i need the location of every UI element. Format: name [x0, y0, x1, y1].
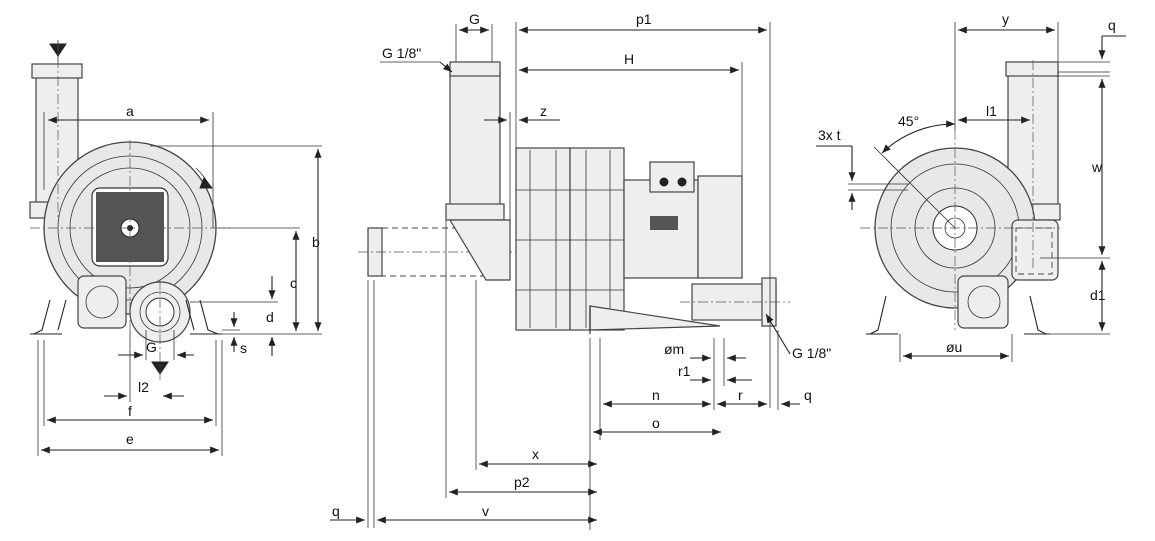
dim-label-w: w [1091, 159, 1103, 175]
rear-view: y q 45° l1 3x t w d1 øu [816, 11, 1126, 362]
dim-label-n: n [652, 387, 660, 403]
dim-label-g-top: G [469, 11, 480, 27]
port-label-g18-bottom: G 1/8" [792, 345, 831, 361]
dim-label-x: x [532, 446, 539, 462]
angle-label-45: 45° [898, 113, 919, 129]
side-housing [515, 147, 625, 331]
dim-label-e: e [126, 431, 134, 447]
dim-label-p1: p1 [636, 11, 652, 27]
dim-label-l1: l1 [986, 103, 997, 119]
dim-label-q-right: q [1108, 17, 1116, 33]
dim-label-b: b [312, 234, 320, 250]
dim-label-3x-t: 3x t [818, 127, 841, 143]
dim-label-v: v [482, 503, 489, 519]
dim-label-c: c [290, 275, 297, 291]
dim-label-h: H [624, 51, 634, 67]
dim-label-d: d [266, 309, 274, 325]
dim-label-z: z [540, 103, 547, 119]
dim-label-q-mid: q [804, 387, 812, 403]
dim-label-a: a [126, 103, 134, 119]
dim-label-d1: d1 [1090, 287, 1106, 303]
front-view: a b c d s G l2 f [29, 40, 322, 456]
dim-label-f: f [128, 403, 132, 419]
port-label-g18-top: G 1/8" [382, 45, 421, 61]
dim-label-om: øm [664, 341, 684, 357]
dim-label-ou: øu [946, 339, 962, 355]
dim-label-l2: l2 [138, 379, 149, 395]
dim-label-q-bottom: q [332, 503, 340, 519]
dim-label-y: y [1002, 11, 1009, 27]
side-view: G G 1/8" p1 H z øm r1 n r [330, 11, 831, 530]
dim-label-g-left: G [146, 339, 157, 355]
dim-label-s: s [240, 340, 247, 356]
dim-label-r1: r1 [678, 363, 691, 379]
dim-label-p2: p2 [514, 474, 530, 490]
dim-label-o: o [652, 415, 660, 431]
dim-label-r: r [738, 387, 743, 403]
